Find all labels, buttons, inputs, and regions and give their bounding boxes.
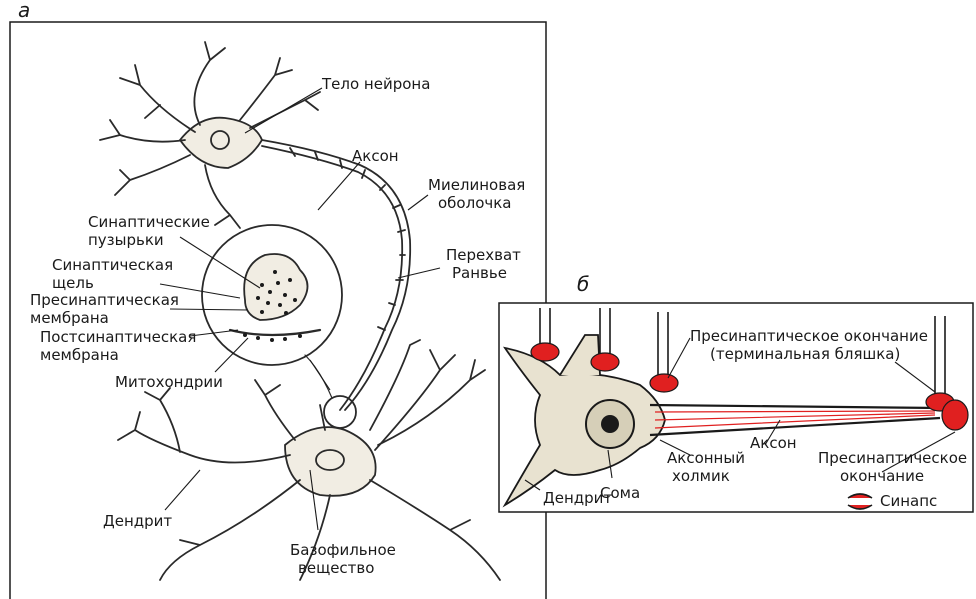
label-cleft-1: Синаптическая (52, 256, 173, 274)
label-synapse-legend: Синапс (880, 492, 937, 510)
label-hillock-1: Аксонный (667, 449, 745, 467)
label-presyn-membrane-1: Пресинаптическая (30, 291, 179, 309)
label-basophil-1: Базофильное (290, 541, 396, 559)
label-presyn-end-1: Пресинаптическое (818, 449, 967, 467)
label-cleft-2: щель (52, 274, 94, 292)
label-postsyn-membrane-2: мембрана (40, 346, 119, 364)
label-postsyn-membrane-1: Постсинаптическая (40, 328, 196, 346)
upper-soma (180, 118, 262, 168)
label-ranvier-1: Перехват (446, 246, 521, 264)
panel-b-letter: б (577, 272, 589, 296)
label-axon-b: Аксон (750, 434, 797, 452)
small-magnifier-origin (324, 396, 356, 428)
label-soma: Тело нейрона (322, 75, 430, 93)
label-ranvier-2: Ранвье (452, 264, 507, 282)
label-myelin-2: оболочка (438, 194, 511, 212)
label-vesicles-2: пузырьки (88, 231, 164, 249)
label-presyn-membrane-2: мембрана (30, 309, 109, 327)
lower-soma (285, 427, 376, 496)
label-dendrite-b: Дендрит (543, 489, 612, 507)
label-basophil-2: вещество (298, 559, 374, 577)
label-myelin-1: Миелиновая (428, 176, 525, 194)
label-terminal-1: Пресинаптическое окончание (690, 327, 928, 345)
label-terminal-2: (терминальная бляшка) (710, 345, 900, 363)
label-vesicles-1: Синаптические (88, 213, 210, 231)
label-axon-a: Аксон (352, 147, 399, 165)
label-presyn-end-2: окончание (840, 467, 924, 485)
label-hillock-2: холмик (672, 467, 730, 485)
label-mitochondria: Митохондрии (115, 373, 223, 391)
label-dendrite-a: Дендрит (103, 512, 172, 530)
neuron-a (100, 42, 500, 580)
